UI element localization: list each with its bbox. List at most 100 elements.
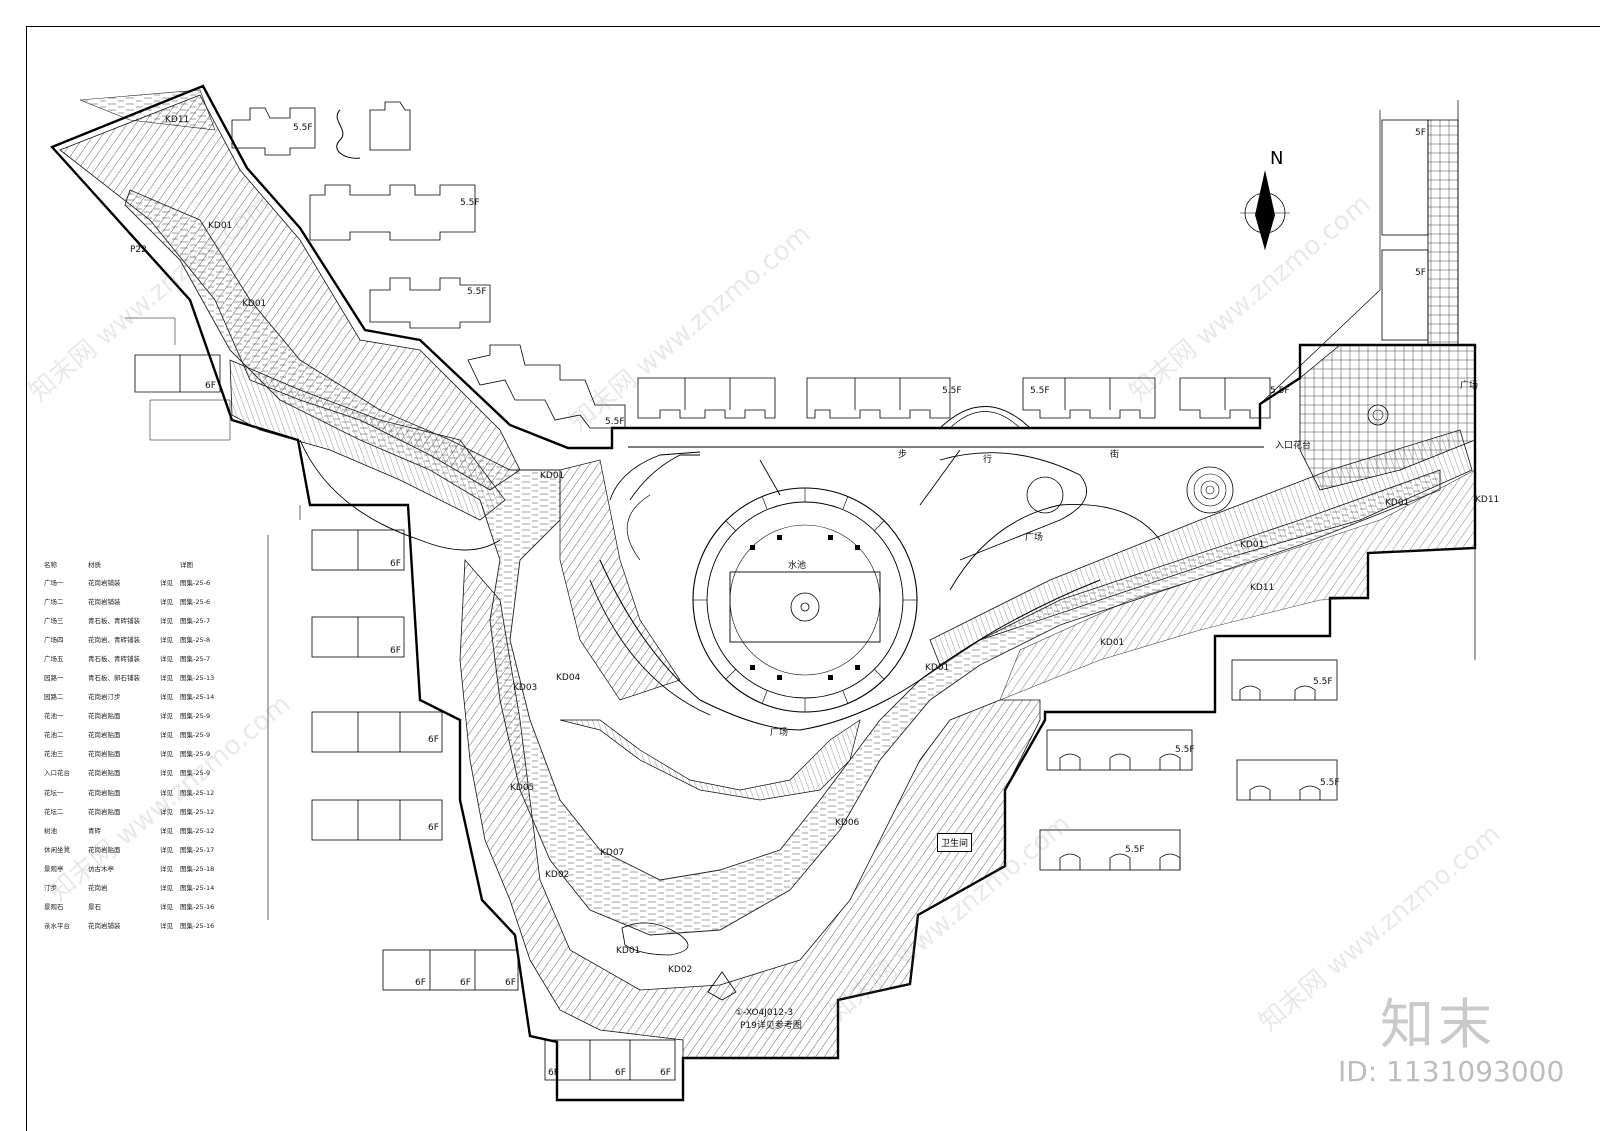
zone-label: KD01 (616, 946, 640, 956)
legend-cell: 树池 (44, 826, 57, 835)
zone-label: KD07 (600, 848, 624, 858)
floor-label: 6F (548, 1068, 559, 1078)
floor-label: 5.5F (467, 287, 487, 297)
legend-cell: 花岗岩汀步 (88, 693, 121, 702)
garden-path (589, 579, 711, 716)
legend-row: 广场五青石板、青砖铺装详见图集-25-7 (44, 648, 244, 667)
legend-cell: 花岗岩贴面 (88, 788, 121, 797)
zone-label: KD01 (1385, 498, 1409, 508)
legend-cell: 景石 (88, 903, 101, 912)
legend-cell: 广场一 (44, 578, 64, 587)
legend-header-cell: 详图 (180, 561, 193, 569)
floor-label: 5.5F (1320, 778, 1340, 788)
zone-label: KD11 (165, 115, 189, 125)
street-label-char: 街 (1110, 450, 1120, 460)
legend-cell: 仿古木亭 (88, 864, 114, 873)
legend-row: 园路一青石板、卵石铺装详见图集-25-13 (44, 667, 244, 686)
legend-cell: 图集-25-12 (180, 826, 215, 835)
zone-label: 广场 (770, 726, 788, 738)
floor-label: 5.5F (1313, 677, 1333, 687)
legend-cell: 花岗岩贴面 (88, 807, 121, 816)
legend-row: 广场三青石板、青砖铺装详见图集-25-7 (44, 610, 244, 629)
legend-cell: 详见 (160, 807, 173, 816)
legend-cell: 详见 (160, 769, 173, 778)
legend-cell: 图集-25-7 (180, 616, 211, 625)
floor-label: 5.5F (1270, 386, 1290, 396)
floor-label: 5.5F (1175, 745, 1195, 755)
legend-cell: 入口花台 (44, 769, 70, 778)
street-label-char: 行 (983, 455, 993, 465)
creek (124, 189, 1441, 936)
legend-row: 花池二花岗岩贴面详见图集-25-9 (44, 725, 244, 744)
legend-cell: 详见 (160, 826, 173, 835)
legend-cell: 广场三 (44, 616, 64, 625)
zone-label: 入口花台 (1275, 439, 1311, 451)
legend-cell: 景观石 (44, 903, 64, 912)
floor-label: 6F (205, 381, 216, 391)
legend-cell: 详见 (160, 903, 173, 912)
garden-path (629, 454, 700, 501)
legend-cell: 图集-25-13 (180, 674, 215, 683)
floor-label: 6F (460, 978, 471, 988)
floor-label: 5.5F (460, 198, 480, 208)
zone-label: KD05 (510, 783, 534, 793)
street-label-char: 步 (898, 450, 908, 460)
zone-label: KD01 (1100, 638, 1124, 648)
note-line: P19详见参考图 (740, 1019, 802, 1031)
floor-label: 6F (505, 978, 516, 988)
floor-label: 5.5F (605, 417, 625, 427)
north-label: N (1270, 148, 1284, 169)
legend-cell: 详见 (160, 578, 173, 587)
floor-label: 6F (390, 646, 401, 656)
street-arch (939, 406, 1031, 429)
legend-row: 休闲坐凳花岗岩贴面详见图集-25-17 (44, 839, 244, 858)
legend-row: 汀步花岗岩详见图集-25-14 (44, 878, 244, 897)
legend-cell: 图集-25-9 (180, 712, 211, 721)
legend-cell: 详见 (160, 884, 173, 893)
legend-cell: 花坛二 (44, 807, 64, 816)
zone-label: 广场 (1025, 531, 1043, 543)
legend-cell: 园路一 (44, 674, 64, 683)
legend-cell: 图集-25-16 (180, 903, 215, 912)
zone-label: KD11 (1475, 495, 1499, 505)
legend-cell: 青石板、卵石铺装 (88, 674, 140, 683)
creek-upper (79, 89, 216, 131)
legend-row: 入口花台 花岗岩贴面 详见图集-25-9 (44, 763, 244, 782)
garden-path (599, 559, 1101, 731)
pavilion-icon (707, 971, 737, 1001)
buildings-west (311, 529, 676, 1081)
legend-cell: 花岗岩贴面 (88, 731, 121, 740)
legend-row: 景观亭仿古木亭详见图集-25-18 (44, 858, 244, 877)
floor-label: 5F (1415, 128, 1426, 138)
legend-cell: 花岗岩 (88, 884, 108, 893)
legend-cell: 花岗岩铺装 (88, 922, 121, 931)
legend-row: 花池三花岗岩贴面详见图集-25-9 (44, 744, 244, 763)
legend-cell: 花岗岩贴面 (88, 750, 121, 759)
legend-cell: 详见 (160, 654, 173, 663)
legend-cell: 详见 (160, 693, 173, 702)
legend-cell: 图集-25-8 (180, 635, 211, 644)
street-arch (949, 411, 1021, 429)
legend-cell: 亲水平台 (44, 922, 70, 931)
floor-label: 5.5F (293, 123, 313, 133)
legend-cell: 花岗岩贴面 (88, 769, 121, 778)
legend-cell: 图集-25-9 (180, 731, 211, 740)
legend-row: 树池青砖详见图集-25-12 (44, 820, 244, 839)
brand-logo-text: 知末 (1380, 993, 1496, 1056)
legend-cell: 花岗岩贴面 (88, 712, 121, 721)
legend-row: 亲水平台花岗岩铺装详见图集-25-16 (44, 916, 244, 935)
legend-cell: 广场二 (44, 597, 64, 606)
legend-cell: 花岗岩铺装 (88, 597, 121, 606)
restroom-label: 卫生间 (937, 833, 973, 852)
grid-strip (1427, 119, 1459, 346)
zone-label: KD06 (835, 818, 860, 828)
outer-road (149, 399, 231, 441)
legend-header-cell: 材质 (88, 561, 101, 569)
legend-cell: 图集-25-7 (180, 654, 211, 663)
legend-cell: 图集-25-9 (180, 769, 211, 778)
drawing-frame (26, 26, 1600, 1131)
legend-cell: 花岗岩铺装 (88, 578, 121, 587)
grid-fountain (1367, 404, 1389, 426)
